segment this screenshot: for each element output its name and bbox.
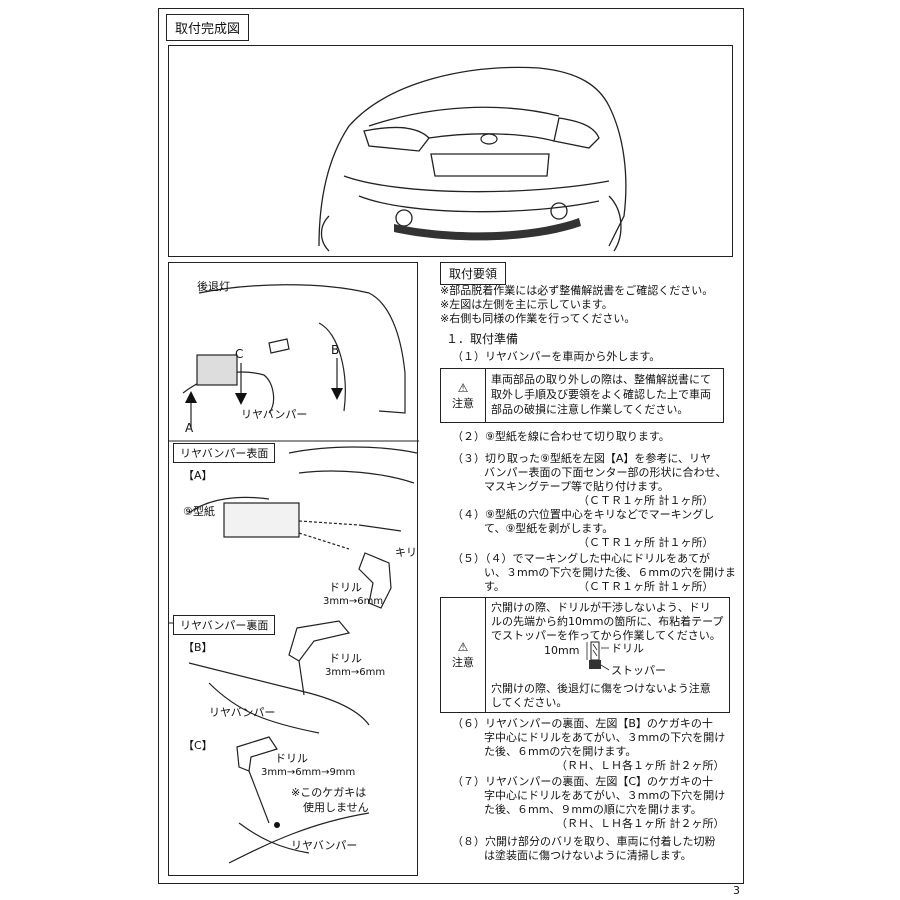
- step-7-line-1: （７）リヤバンパーの裏面、左図【C】のケガキの十: [452, 775, 714, 788]
- drill-label-3: ドリル: [275, 752, 308, 765]
- awl-label: キリ: [395, 546, 417, 559]
- step-3-line-1: （３）切り取った⑨型紙を左図【A】を参考に、リヤ: [452, 452, 712, 465]
- c-sub: 【C】: [183, 739, 213, 752]
- step-5-count: （ＣＴＲ１ヶ所 計１ヶ所）: [578, 580, 714, 593]
- step-5-line-3: す。: [484, 580, 505, 593]
- stopper-diagram: [586, 641, 610, 671]
- step-3-line-3: マスキングテープ等で貼り付けます。: [484, 480, 669, 493]
- note-1: ※部品脱着作業には必ず整備解説書をご確認ください。: [440, 284, 714, 297]
- warning-triangle-icon: ⚠: [457, 380, 469, 395]
- backup-light-label: 後退灯: [197, 280, 230, 293]
- front-surface-header: リヤバンパー表面: [173, 443, 276, 463]
- step-7-line-3: た後、６mm、９mmの順に穴を開けます。: [484, 803, 702, 816]
- caution-box-2: ⚠ 注意 穴開けの際、ドリルが干渉しないよう、ドリ ルの先端から約10mmの箇所に…: [440, 597, 730, 713]
- drill-label-1: ドリル: [329, 581, 362, 594]
- back-sub-b: 【B】: [183, 641, 213, 654]
- caution-1-line-2: 取外し手順及び要領をよく確認した上で車両: [491, 388, 711, 401]
- drill-label-2: ドリル: [329, 652, 362, 665]
- rear-bumper-label-3: リヤバンパー: [291, 839, 358, 852]
- caution-1-line-3: 部品の破損に注意し作業してください。: [491, 403, 689, 416]
- warning-triangle-icon-2: ⚠: [457, 640, 469, 654]
- step-5-line-2: い、３mmの下穴を開けた後、６mmの穴を開けま: [484, 566, 736, 579]
- step-6-count: （ＲＨ、ＬＨ各１ヶ所 計２ヶ所）: [556, 759, 725, 772]
- step-2: （２）⑨型紙を線に合わせて切り取ります。: [452, 430, 670, 443]
- caution-2-line-3: でストッパーを作ってから作業してください。: [491, 629, 721, 642]
- unused-mark-note-2: 使用しません: [303, 801, 369, 814]
- rear-bumper-label-2: リヤバンパー: [209, 706, 276, 719]
- note-2: ※左図は左側を主に示しています。: [440, 298, 613, 311]
- front-sub-a: 【A】: [183, 469, 213, 482]
- step-4-line-2: て、⑨型紙を剥がします。: [484, 522, 614, 535]
- step-8-line-1: （８）穴開け部分のバリを取り、車両に付着した切粉: [452, 835, 716, 848]
- template-label: ⑨型紙: [183, 505, 215, 518]
- drill-size-3: 3mm→6mm→9mm: [261, 767, 356, 778]
- installation-diagrams: [169, 284, 419, 864]
- car-rear-illustration: [318, 66, 627, 252]
- label-b: B: [331, 343, 340, 357]
- caution-2-stopper: ストッパー: [611, 664, 666, 677]
- page-title: 取付完成図: [166, 14, 250, 41]
- caution-2-tail-1: 穴開けの際、後退灯に傷をつけないよう注意: [491, 682, 711, 695]
- step-6-line-3: た後、６mmの穴を開けます。: [484, 745, 637, 758]
- caution-1-line-1: 車両部品の取り外しの際は、整備解説書にて: [491, 373, 711, 386]
- caution-2-dimension: 10mm: [544, 644, 580, 657]
- page-frame: [158, 8, 744, 884]
- note-3: ※右側も同様の作業を行ってください。: [440, 312, 636, 325]
- caution-label-1: 注意: [452, 396, 474, 410]
- caution-2-tail-2: してください。: [491, 696, 568, 709]
- label-c: C: [235, 347, 244, 361]
- caution-box-1: ⚠注意 車両部品の取り外しの際は、整備解説書にて 取外し手順及び要領をよく確認し…: [440, 368, 724, 423]
- step-6-line-2: 字中心にドリルをあてがい、３mmの下穴を開け: [484, 731, 726, 744]
- step-6-line-1: （６）リヤバンパーの裏面、左図【B】のケガキの十: [452, 717, 713, 730]
- left-figure-panel: 後退灯 C B A リヤバンパー リヤバンパー表面 【A】 ⑨型紙 キリ ドリル…: [168, 262, 419, 876]
- step-4-count: （ＣＴＲ１ヶ所 計１ヶ所）: [578, 536, 714, 549]
- label-a: A: [185, 421, 194, 435]
- section-1-title: １．取付準備: [446, 332, 519, 346]
- step-5-line-1: （５）（４）でマーキングした中心にドリルをあてが: [452, 552, 710, 565]
- step-1: （１）リヤバンパーを車両から外します。: [452, 350, 661, 363]
- caution-2-line-1: 穴開けの際、ドリルが干渉しないよう、ドリ: [491, 601, 711, 614]
- caution-2-line-2: ルの先端から約10mmの箇所に、布粘着テープ: [491, 615, 724, 628]
- step-7-line-2: 字中心にドリルをあてがい、３mmの下穴を開け: [484, 789, 726, 802]
- step-3-line-2: バンパー表面の下面センター部の形状に合わせ、: [484, 466, 727, 479]
- back-surface-header: リヤバンパー裏面: [173, 615, 276, 635]
- caution-label-2: 注意: [452, 656, 474, 669]
- drill-size-1: 3mm→6mm: [323, 596, 384, 607]
- instructions-header: 取付要領: [440, 262, 507, 285]
- completed-car-figure: [168, 45, 733, 257]
- caution-2-drill: ドリル: [611, 642, 644, 655]
- drill-size-2: 3mm→6mm: [325, 667, 386, 678]
- unused-mark-note-1: ※このケガキは: [291, 786, 367, 799]
- step-7-count: （ＲＨ、ＬＨ各１ヶ所 計２ヶ所）: [556, 817, 725, 830]
- step-3-count: （ＣＴＲ１ヶ所 計１ヶ所）: [578, 494, 714, 507]
- step-8-line-2: は塗装面に傷つけないように清掃します。: [484, 849, 692, 862]
- page-number: 3: [733, 884, 740, 897]
- step-4-line-1: （４）⑨型紙の穴位置中心をキリなどでマーキングし: [452, 508, 715, 521]
- rear-bumper-label-1: リヤバンパー: [241, 408, 308, 421]
